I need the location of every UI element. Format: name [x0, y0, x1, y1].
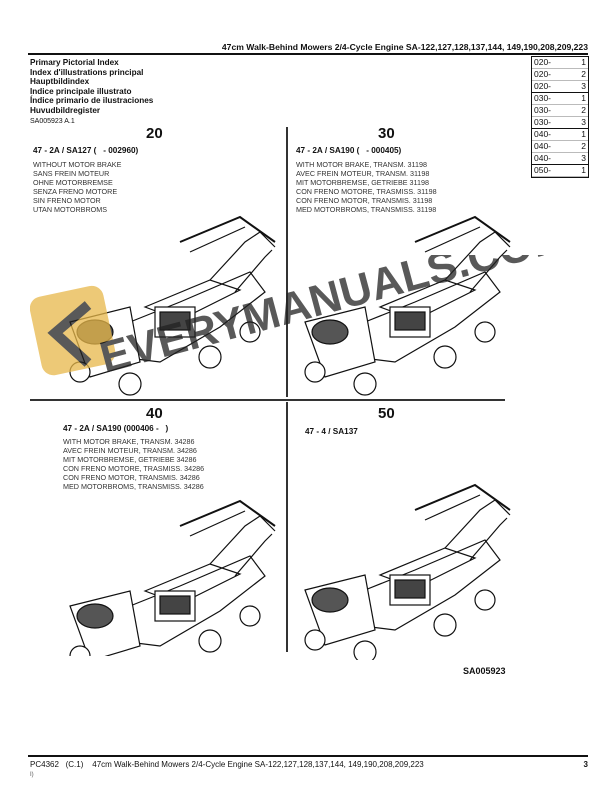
section-number: 40 [146, 405, 163, 422]
index-code: 040- [534, 141, 552, 151]
section-number: 50 [378, 405, 395, 422]
index-title: Indice principale illustrato [30, 86, 132, 96]
index-row[interactable]: 040- 3 [532, 153, 588, 165]
index-page: 2 [581, 69, 586, 79]
index-code: 040- [534, 129, 552, 139]
divider [286, 127, 288, 397]
description-line: UTAN MOTORBROMS [33, 205, 108, 214]
section-model: 47 - 4 / SA137 [305, 427, 358, 436]
index-row[interactable]: 020- 1 [532, 57, 588, 69]
description-line: MED MOTORBROMS, TRANSMISS. 34286 [63, 482, 204, 491]
index-page: 1 [581, 57, 586, 67]
index-title: Índice primario de ilustraciones [30, 96, 154, 106]
description-line: OHNE MOTORBREMSE [33, 178, 113, 187]
figure-label: SA005923 [463, 666, 506, 676]
section-model: 47 - 2A / SA190 (000406 - ) [63, 424, 169, 433]
divider [286, 402, 288, 652]
index-page: 2 [581, 141, 586, 151]
footer-rule [28, 755, 588, 757]
svg-text:EVERYMANUALS.COM: EVERYMANUALS.COM [95, 255, 574, 383]
everymanuals-watermark-logo: EVERYMANUALS.COM [30, 255, 574, 383]
reference-code: SA005923 A.1 [30, 118, 75, 125]
index-page: 3 [581, 81, 586, 91]
index-title: Primary Pictorial Index [30, 58, 119, 67]
description-line: SANS FREIN MOTEUR [33, 169, 110, 178]
index-page: 1 [581, 129, 586, 139]
description-line: SENZA FRENO MOTORE [33, 187, 118, 196]
index-code: 040- [534, 153, 552, 163]
index-page: 3 [581, 117, 586, 127]
description-line: WITHOUT MOTOR BRAKE [33, 160, 122, 169]
description-line: CON FRENO MOTORE, TRASMISS. 31198 [296, 187, 437, 196]
index-row[interactable]: 030- 2 [532, 105, 588, 117]
index-titles: Primary Pictorial Index Index d'illustra… [30, 58, 153, 116]
description-line: AVEC FREIN MOTEUR, TRANSM. 34286 [63, 446, 197, 455]
divider [30, 399, 505, 401]
description-line: CON FRENO MOTORE, TRASMISS. 34286 [63, 464, 205, 473]
description-line: CON FRENO MOTOR, TRANSMIS. 34286 [63, 473, 200, 482]
footer-doc: PC4362 (C.1) 47cm Walk-Behind Mowers 2/4… [30, 760, 424, 769]
index-page: 3 [581, 153, 586, 163]
index-code: 030- [534, 117, 552, 127]
description-line: AVEC FREIN MOTEUR, TRANSM. 31198 [296, 169, 430, 178]
index-code: 020- [534, 69, 552, 79]
footer-note: I) [30, 772, 34, 778]
index-row[interactable]: 040- 1 [532, 129, 588, 141]
index-title: Index d'illustrations principal [30, 67, 144, 77]
index-page: 1 [581, 165, 586, 175]
index-code: 050- [534, 165, 552, 175]
description-line: WITH MOTOR BRAKE, TRANSM. 34286 [63, 437, 195, 446]
description-line: SIN FRENO MOTOR [33, 196, 101, 205]
index-code: 020- [534, 57, 552, 67]
index-row[interactable]: 030- 1 [532, 93, 588, 105]
index-page: 2 [581, 105, 586, 115]
description-line: CON FRENO MOTOR, TRANSMIS. 31198 [296, 196, 433, 205]
mower-illustration [69, 500, 276, 656]
index-row[interactable]: 020- 2 [532, 69, 588, 81]
index-row[interactable]: 020- 3 [532, 81, 588, 93]
page-number: 3 [583, 760, 588, 769]
description-line: MED MOTORBROMS, TRANSMISS. 31198 [296, 205, 437, 214]
index-row[interactable]: 050- 1 [532, 165, 588, 177]
mower-illustration [304, 484, 511, 660]
section-model: 47 - 2A / SA190 ( - 000405) [296, 146, 402, 155]
index-code: 030- [534, 93, 552, 103]
index-code: 030- [534, 105, 552, 115]
header-title: 47cm Walk-Behind Mowers 2/4-Cycle Engine… [221, 42, 588, 52]
index-code: 020- [534, 81, 552, 91]
index-table: 020- 1 020- 2 020- 3 030- 1 030- 2 030- 3 040- 1 040- 2… [531, 56, 589, 178]
description-line: MIT MOTORBREMSE, GETRIEBE 31198 [296, 178, 430, 187]
section-model: 47 - 2A / SA127 ( - 002960) [33, 146, 139, 155]
section-number: 30 [378, 125, 395, 142]
index-page: 1 [581, 93, 586, 103]
index-row[interactable]: 040- 2 [532, 141, 588, 153]
index-row[interactable]: 030- 3 [532, 117, 588, 129]
index-title: Huvudbildregister [30, 105, 101, 115]
index-title: Hauptbildindex [30, 77, 90, 87]
description-line: MIT MOTORBREMSE, GETRIEBE 34286 [63, 455, 197, 464]
header-rule [28, 53, 588, 55]
description-line: WITH MOTOR BRAKE, TRANSM. 31198 [296, 160, 427, 169]
section-number: 20 [146, 125, 163, 142]
